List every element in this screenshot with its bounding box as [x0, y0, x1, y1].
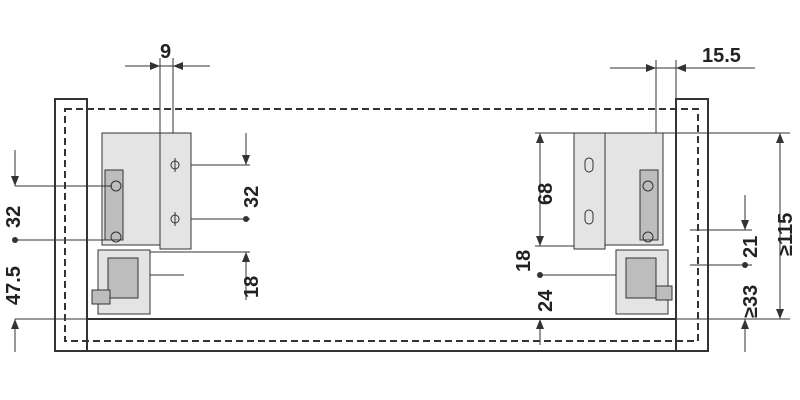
left-runner-foot: [91, 289, 111, 305]
inl-dot-219: [243, 216, 249, 222]
inl-arrow-18: [242, 252, 250, 262]
dim-label-inner-32: 32: [241, 186, 263, 208]
left-slide-bracket: [101, 132, 161, 246]
right-plate-slot-upper: [584, 157, 594, 173]
rt-dot-265: [742, 262, 748, 268]
dim-label-inner-18: 18: [241, 276, 263, 298]
dimension-top-left: 9: [125, 41, 210, 133]
dim9-arrow-right: [173, 62, 183, 70]
left-runner-hardware: [91, 132, 192, 315]
right-runner-hardware: [573, 132, 673, 315]
right-arm-pivot-upper: [642, 180, 654, 192]
right-mounting-plate: [573, 132, 606, 250]
right-runner-foot: [655, 285, 673, 301]
inl-arrow-32: [242, 155, 250, 165]
dim9-arrow-left: [150, 62, 160, 70]
left-arm-pivot-lower: [110, 231, 122, 243]
dimension-left-outer: 32 47.5: [3, 150, 112, 352]
dimension-top-right: 15.5: [610, 45, 755, 133]
dim155-arrow-right: [676, 64, 686, 72]
dim-label-left-32: 32: [3, 206, 25, 228]
dimension-inner-right: 68 18 24: [513, 132, 616, 345]
dim-label-right-33: ≥33: [740, 285, 762, 318]
rt-arrow-115-bottom: [776, 309, 784, 319]
left-slide-arm: [104, 169, 124, 241]
left-arrow-32: [11, 176, 19, 186]
drawer-outline-dashed: [64, 108, 699, 342]
right-slide-arm: [639, 169, 659, 241]
right-runner-clip: [625, 257, 657, 299]
dimension-inner-left: 32 18: [150, 133, 263, 300]
left-runner-clip: [107, 257, 139, 299]
rt-arrow-21: [741, 220, 749, 230]
inr-arrow-24: [536, 319, 544, 329]
inr-arrow-68-top: [536, 133, 544, 143]
right-plate-slot-lower: [584, 209, 594, 225]
dim-label-9: 9: [160, 41, 171, 63]
left-side-panel: [54, 98, 88, 352]
dim-label-inner-24: 24: [535, 289, 557, 312]
left-dot-240: [12, 237, 18, 243]
dim-label-left-47-5: 47.5: [3, 266, 25, 305]
right-side-panel: [675, 98, 709, 352]
inr-arrow-68-bottom: [536, 236, 544, 246]
left-arrow-475: [11, 319, 19, 329]
rt-arrow-33: [741, 319, 749, 329]
dimension-right-outer: ≥115 21 ≥33: [663, 132, 797, 352]
left-mounting-plate: [159, 132, 192, 250]
dim-label-inner-right-18: 18: [513, 250, 535, 272]
dim155-arrow-left: [646, 64, 656, 72]
rt-arrow-115-top: [776, 133, 784, 143]
dim-label-right-21: 21: [740, 236, 762, 258]
dim-label-inner-68: 68: [535, 183, 557, 205]
dim-label-right-115: ≥115: [775, 213, 797, 256]
cabinet-frame: [54, 98, 709, 352]
right-arm-pivot-lower: [642, 231, 654, 243]
dim-label-15-5: 15.5: [702, 45, 741, 67]
